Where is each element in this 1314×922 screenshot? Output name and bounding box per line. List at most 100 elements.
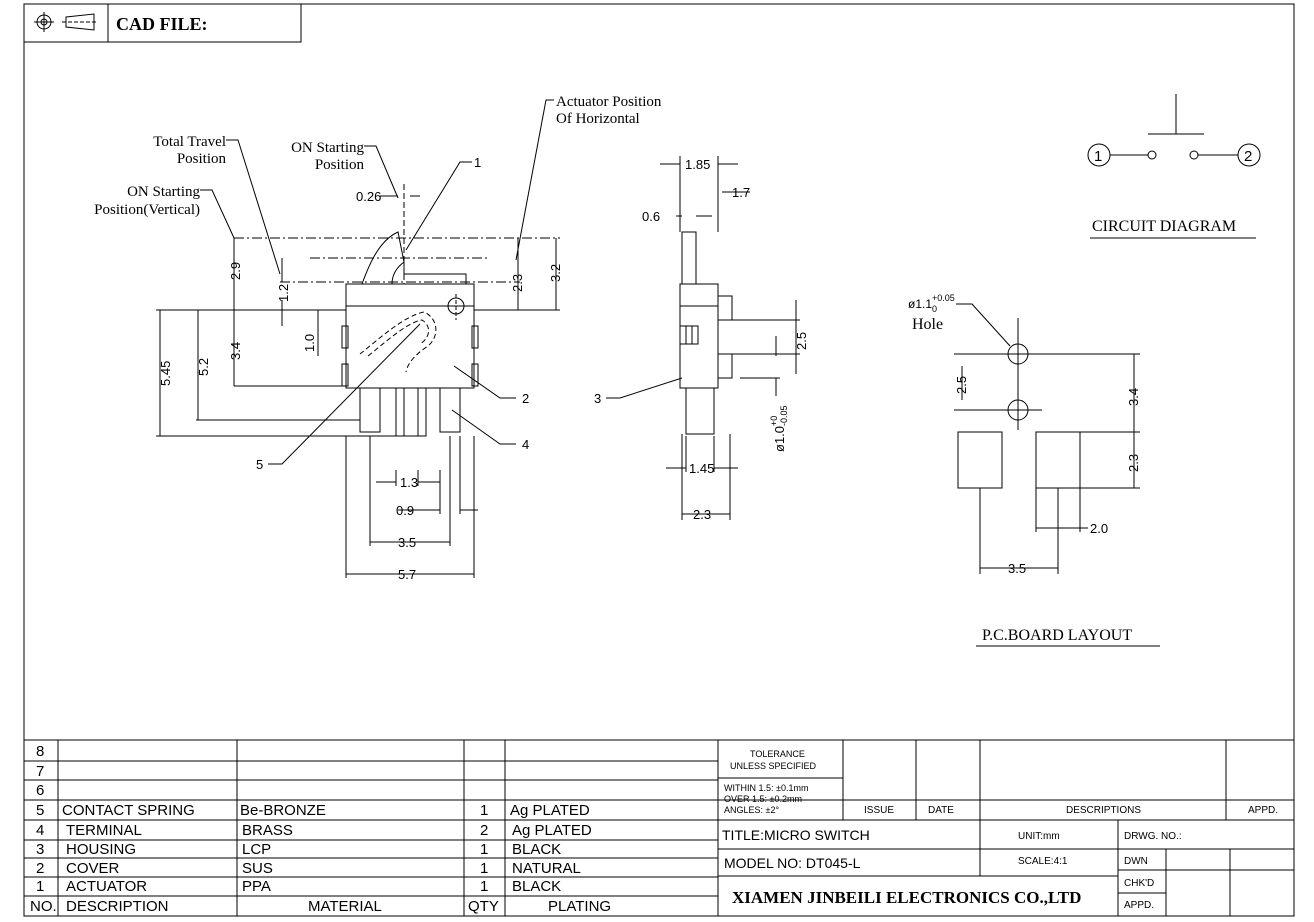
bom-qty: 1 xyxy=(480,841,488,858)
dim-2-3-pcb: 2.3 xyxy=(1126,454,1141,472)
pin-diameter-main: ø1.0 xyxy=(772,426,787,452)
bom-plating: NATURAL xyxy=(512,860,581,877)
dim-5-7: 5.7 xyxy=(398,567,416,582)
bom-header-plating: PLATING xyxy=(548,898,611,915)
row-number-8: 8 xyxy=(36,743,44,760)
projection-symbol-icon xyxy=(34,12,98,32)
bom-description: HOUSING xyxy=(66,841,136,858)
bom-qty: 1 xyxy=(480,860,488,877)
circuit-labels: 1 2 CIRCUIT DIAGRAM xyxy=(1092,148,1252,235)
bom-header-material: MATERIAL xyxy=(308,898,382,915)
row-number-6: 6 xyxy=(36,782,44,799)
bom-table-grid xyxy=(24,739,1294,916)
dim-2-9: 2.9 xyxy=(228,262,243,280)
dim-0-6: 0.6 xyxy=(642,209,660,224)
drawn-label: DWN xyxy=(1124,856,1148,867)
dim-1-0: 1.0 xyxy=(302,334,317,352)
tolerance-heading: TOLERANCE xyxy=(750,749,805,759)
pin-tolerance-minus: -0.05 xyxy=(779,405,789,426)
scale-label: SCALE:4:1 xyxy=(1018,856,1068,867)
bom-no: 4 xyxy=(36,822,44,839)
callout-4: 4 xyxy=(522,437,529,452)
date-header: DATE xyxy=(928,805,954,816)
bom-description: CONTACT SPRING xyxy=(62,802,195,819)
bom-description: TERMINAL xyxy=(66,822,142,839)
dim-2-3-side: 2.3 xyxy=(510,274,525,292)
bom-qty: 1 xyxy=(480,802,488,819)
dim-1-7: 1.7 xyxy=(732,185,750,200)
callout-1: 1 xyxy=(474,155,481,170)
issue-header: ISSUE xyxy=(864,805,894,816)
bom-header-qty: QTY xyxy=(468,898,499,915)
company-name: XIAMEN JINBEILI ELECTRONICS CO.,LTD xyxy=(732,888,1081,907)
pcb-layout xyxy=(954,303,1160,647)
dim-2-3-end: 2.3 xyxy=(693,507,711,522)
dim-3-4-pcb: 3.4 xyxy=(1126,388,1141,406)
dim-3-4-side: 3.4 xyxy=(228,342,243,360)
actuator-horizontal-label-1: Actuator Position xyxy=(556,94,662,110)
dim-1-3: 1.3 xyxy=(400,475,418,490)
bom-material: PPA xyxy=(242,878,271,895)
bom-table-text: 8 7 6 5 CONTACT SPRING Be-BRONZE 1 Ag PL… xyxy=(30,743,611,915)
bom-material: SUS xyxy=(242,860,273,877)
side-view-dimension-lines xyxy=(159,99,557,578)
dim-1-2: 1.2 xyxy=(276,284,291,302)
dim-2-0: 2.0 xyxy=(1090,521,1108,536)
on-start-label-2: Position xyxy=(315,157,365,173)
total-travel-label-1: Total Travel xyxy=(153,134,226,150)
appd-header: APPD. xyxy=(1248,805,1278,816)
total-travel-label-2: Position xyxy=(177,151,227,167)
pin-tolerance-plus: +0 xyxy=(769,416,779,426)
dim-2-5-end: 2.5 xyxy=(794,332,809,350)
dim-1-45: 1.45 xyxy=(689,461,714,476)
bom-plating: BLACK xyxy=(512,878,561,895)
bom-material: Be-BRONZE xyxy=(240,802,326,819)
pcb-labels: ø1.1 +0.05 0 Hole 2.5 3.4 2.3 2.0 3.5 P.… xyxy=(908,293,1141,644)
checked-label: CHK'D xyxy=(1124,878,1154,889)
side-view xyxy=(156,184,560,437)
bom-no: 5 xyxy=(36,802,44,819)
circuit-title: CIRCUIT DIAGRAM xyxy=(1092,218,1236,235)
bom-header-no: NO. xyxy=(30,898,57,915)
hole-label: Hole xyxy=(912,316,943,333)
dim-3-5-pcb: 3.5 xyxy=(1008,561,1026,576)
callout-2: 2 xyxy=(522,391,529,406)
title-block-text: TOLERANCE UNLESS SPECIFIED WITHIN 1.5: ±… xyxy=(722,749,1278,911)
on-start-label-1: ON Starting xyxy=(291,140,364,156)
dim-0-9: 0.9 xyxy=(396,503,414,518)
descriptions-header: DESCRIPTIONS xyxy=(1066,805,1141,816)
row-number-7: 7 xyxy=(36,763,44,780)
model-number: MODEL NO: DT045-L xyxy=(724,855,861,871)
end-view-dimensions: 1.85 1.7 0.6 2.5 1.45 2.3 3 ø1.0 +0 -0.0… xyxy=(594,157,809,522)
bom-no: 1 xyxy=(36,878,44,895)
tolerance-subheading: UNLESS SPECIFIED xyxy=(730,761,817,771)
dim-2-5-pcb: 2.5 xyxy=(954,376,969,394)
end-view xyxy=(606,156,800,520)
callout-3: 3 xyxy=(594,391,601,406)
tolerance-over: OVER 1.5: ±0.2mm xyxy=(724,794,802,804)
callout-5: 5 xyxy=(256,457,263,472)
circuit-terminal-2: 2 xyxy=(1244,148,1252,165)
bom-no: 2 xyxy=(36,860,44,877)
bom-no: 3 xyxy=(36,841,44,858)
bom-description: COVER xyxy=(66,860,120,877)
pcb-title: P.C.BOARD LAYOUT xyxy=(982,627,1132,644)
dim-1-85: 1.85 xyxy=(685,157,710,172)
bom-material: LCP xyxy=(242,841,271,858)
drawing-title: TITLE:MICRO SWITCH xyxy=(722,827,870,843)
dim-3-5-side: 3.5 xyxy=(398,535,416,550)
side-view-dimensions: 0.26 2.9 1.2 2.3 3.2 5.45 5.2 3.4 1.0 1.… xyxy=(158,155,563,582)
hole-tolerance-plus: +0.05 xyxy=(932,293,955,303)
tolerance-angles: ANGLES: ±2° xyxy=(724,805,779,815)
circuit-terminal-1: 1 xyxy=(1094,148,1102,165)
side-view-labels: Total Travel Position ON Starting Positi… xyxy=(94,94,662,218)
actuator-horizontal-label-2: Of Horizontal xyxy=(556,111,640,127)
bom-description: ACTUATOR xyxy=(66,878,147,895)
unit-label: UNIT:mm xyxy=(1018,831,1060,842)
bom-material: BRASS xyxy=(242,822,293,839)
bom-plating: Ag PLATED xyxy=(510,802,590,819)
drawing-number-label: DRWG. NO.: xyxy=(1124,831,1182,842)
dim-3-2: 3.2 xyxy=(548,264,563,282)
header-box: CAD FILE: xyxy=(23,3,302,43)
